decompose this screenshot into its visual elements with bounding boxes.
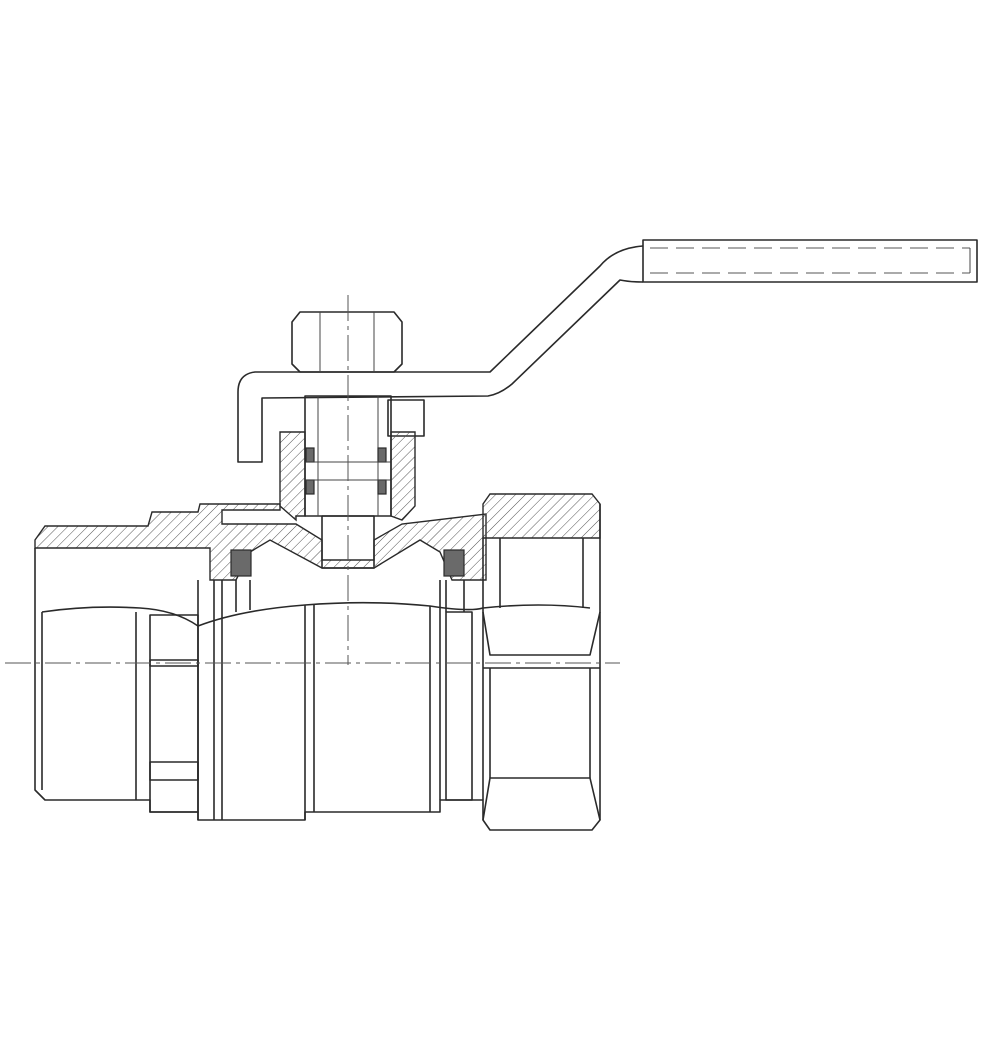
bonnet-section [279, 431, 416, 522]
handle-grip [642, 239, 978, 283]
center-lines [5, 295, 620, 665]
handle-lever [237, 245, 644, 463]
valve-body-outline [34, 504, 601, 831]
stem-nut [291, 311, 403, 373]
